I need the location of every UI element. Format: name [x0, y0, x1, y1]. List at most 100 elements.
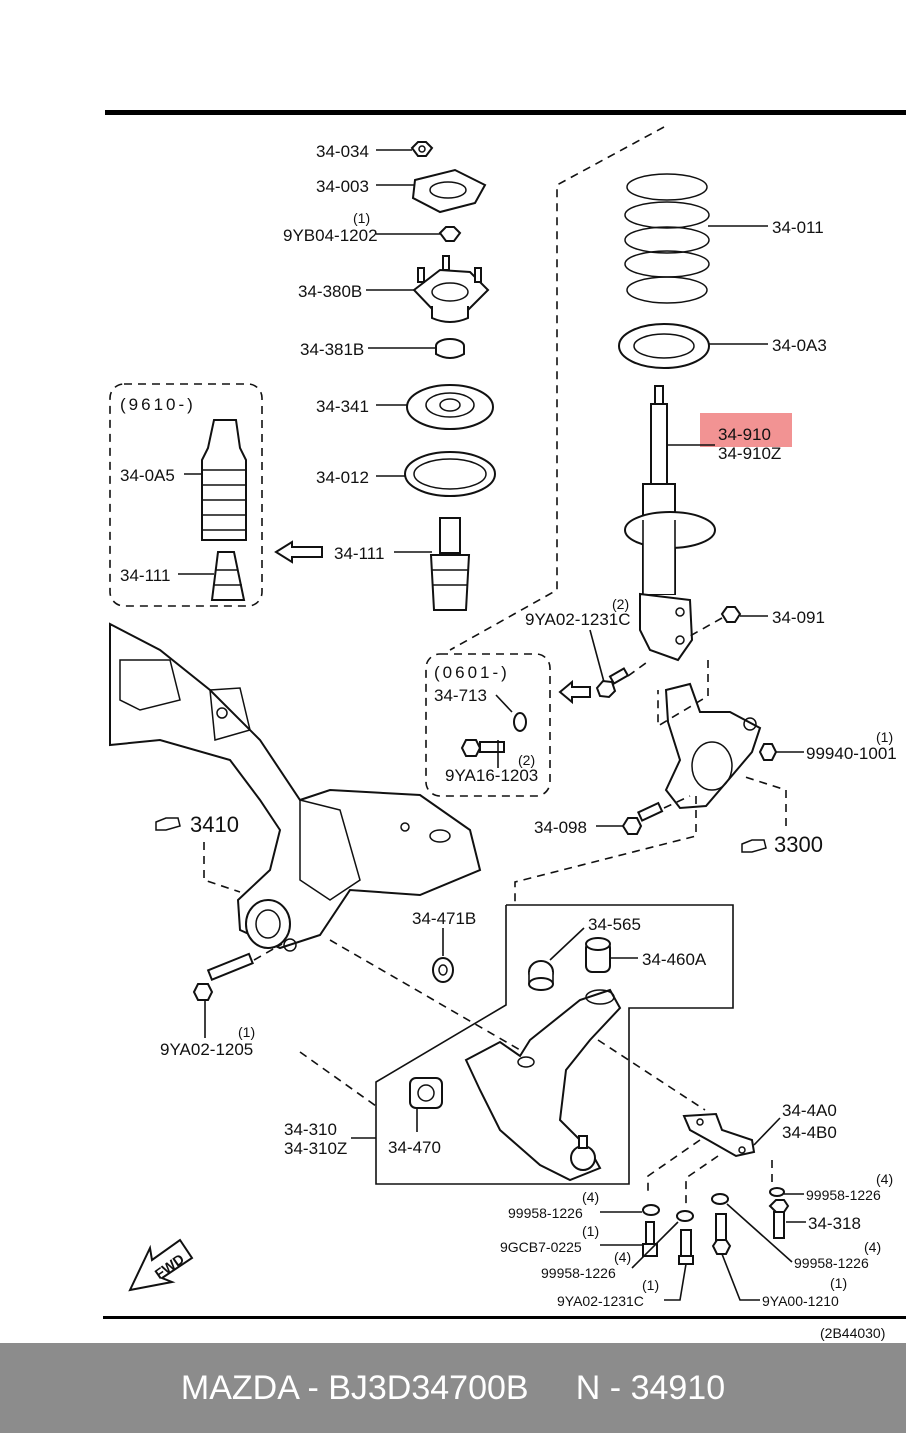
parts-diagram: 34-034 34-003 (1) 9YB04-1202 34-380B 34-…: [103, 110, 906, 1341]
nut-34-034[interactable]: [410, 141, 434, 157]
footer-caption: MAZDA - BJ3D34700B N - 34910: [0, 1343, 906, 1433]
diagram-code: (2B44030): [820, 1325, 885, 1341]
guide-line-knuckle: [657, 660, 709, 728]
washer-99958-d[interactable]: [711, 1193, 729, 1205]
lower-arm-frame: [375, 904, 734, 1185]
qty-9ya00: (1): [830, 1275, 847, 1291]
label-9ya02-1231c-top: 9YA02-1231C: [525, 610, 631, 629]
label-34-111-center: 34-111: [334, 544, 384, 563]
label-34-470: 34-470: [388, 1138, 441, 1157]
label-34-098: 34-098: [534, 818, 587, 837]
guide-line-hw-a: [647, 1139, 701, 1196]
label-34-310z: 34-310Z: [284, 1139, 347, 1158]
seat-34-341[interactable]: [406, 384, 494, 430]
label-9ya00: 9YA00-1210: [762, 1293, 839, 1309]
ref-3410: 3410: [190, 812, 239, 837]
label-9ya02-1205: 9YA02-1205: [160, 1040, 253, 1059]
fwd-arrow-icon: [128, 1238, 194, 1292]
bolt-9ya02-1205[interactable]: [192, 952, 254, 1001]
label-group-0601: (0601-): [434, 663, 510, 682]
label-99958-a: 99958-1226: [508, 1205, 583, 1221]
bushing-34-470[interactable]: [409, 1077, 443, 1109]
bump-stop-34-111-alt[interactable]: [210, 551, 246, 601]
label-34-341: 34-341: [316, 397, 369, 416]
label-34-111-left: 34-111: [120, 566, 170, 585]
qty-9yb04: (1): [353, 210, 370, 226]
guide-line-arm-b: [329, 939, 521, 1051]
label-9ya16: 9YA16-1203: [445, 766, 538, 785]
lower-arm-34-310[interactable]: [464, 988, 622, 1182]
bolt-9ya02-1231c-bot[interactable]: [678, 1229, 694, 1265]
bolt-9ya16-1203[interactable]: [460, 739, 505, 757]
qty-9ya02-1231c-top: (2): [612, 596, 629, 612]
label-34-0a5: 34-0A5: [120, 466, 175, 485]
label-34-381b: 34-381B: [300, 340, 364, 359]
qty-9ya16: (2): [518, 752, 535, 768]
bump-stop-34-111[interactable]: [429, 517, 471, 611]
washer-99958-c[interactable]: [769, 1187, 785, 1197]
knuckle[interactable]: [664, 682, 762, 810]
bolt-34-098[interactable]: [621, 801, 664, 835]
guide-line-knuckle-arm: [514, 796, 697, 905]
label-34-713: 34-713: [434, 686, 487, 705]
guide-line-arm-a: [299, 1051, 377, 1107]
label-34-4a0: 34-4A0: [782, 1101, 837, 1120]
guide-line-hw-b: [685, 1155, 719, 1206]
washer-99958-b[interactable]: [676, 1210, 694, 1222]
label-34-003: 34-003: [316, 177, 369, 196]
label-99940: 99940-1001: [806, 744, 897, 763]
bracket-34-4a0[interactable]: [682, 1112, 756, 1158]
label-34-910: 34-910: [718, 425, 771, 444]
qty-9gcb7: (1): [582, 1223, 599, 1239]
group-box-0601: [425, 653, 551, 797]
spring-34-011[interactable]: [624, 173, 710, 304]
label-34-091: 34-091: [772, 608, 825, 627]
qty-99958-c: (4): [876, 1171, 893, 1187]
label-99958-c: 99958-1226: [806, 1187, 881, 1203]
hand-pointer-icon: [741, 839, 767, 853]
label-34-034: 34-034: [316, 142, 369, 161]
label-group-9610: (9610-): [120, 395, 196, 414]
label-34-4b0: 34-4B0: [782, 1123, 837, 1142]
ref-3300: 3300: [774, 832, 823, 857]
nut-34-091[interactable]: [720, 606, 742, 623]
bolt-34-318[interactable]: [768, 1199, 790, 1239]
arrow-left-icon: [274, 540, 323, 564]
bolt-9ya00-1210[interactable]: [711, 1213, 732, 1255]
bushing-34-565[interactable]: [528, 960, 554, 991]
label-99958-d: 99958-1226: [794, 1255, 869, 1271]
qty-99958-a: (4): [582, 1189, 599, 1205]
bottom-rule: [103, 1316, 906, 1319]
label-99958-b: 99958-1226: [541, 1265, 616, 1281]
label-34-460a: 34-460A: [642, 950, 707, 969]
nut-9yb04[interactable]: [438, 226, 462, 242]
nut-99940-1001[interactable]: [758, 743, 778, 761]
label-34-910z: 34-910Z: [718, 444, 781, 463]
group-box-9610: [109, 383, 263, 607]
mount-34-380b[interactable]: [412, 255, 490, 323]
label-34-380b: 34-380B: [298, 282, 362, 301]
label-34-012: 34-012: [316, 468, 369, 487]
bushing-34-460a[interactable]: [585, 937, 611, 973]
guide-line-3300: [741, 775, 787, 826]
bearing-34-381b[interactable]: [435, 338, 465, 359]
label-9ya02-1231c-bot: 9YA02-1231C: [557, 1293, 644, 1309]
qty-9ya02-1231c-bot: (1): [642, 1277, 659, 1293]
qty-99958-d: (4): [864, 1239, 881, 1255]
spring-seat-34-0a3[interactable]: [618, 323, 710, 369]
guide-line-top: [449, 126, 665, 651]
plate-34-003[interactable]: [411, 168, 487, 214]
washer-99958-a[interactable]: [642, 1204, 660, 1216]
insulator-34-012[interactable]: [404, 451, 496, 497]
label-34-310: 34-310: [284, 1120, 337, 1139]
washer-34-713[interactable]: [513, 712, 527, 732]
guide-line-3410: [203, 842, 241, 893]
strut-34-910[interactable]: [624, 385, 716, 662]
boot-34-0a5[interactable]: [201, 419, 247, 541]
label-34-565: 34-565: [588, 915, 641, 934]
bushing-34-471b[interactable]: [432, 957, 454, 983]
label-34-471b: 34-471B: [412, 909, 476, 928]
qty-9ya02-1205: (1): [238, 1024, 255, 1040]
highlight-34-910: [700, 413, 792, 447]
arrow-left-icon-2: [558, 679, 591, 705]
